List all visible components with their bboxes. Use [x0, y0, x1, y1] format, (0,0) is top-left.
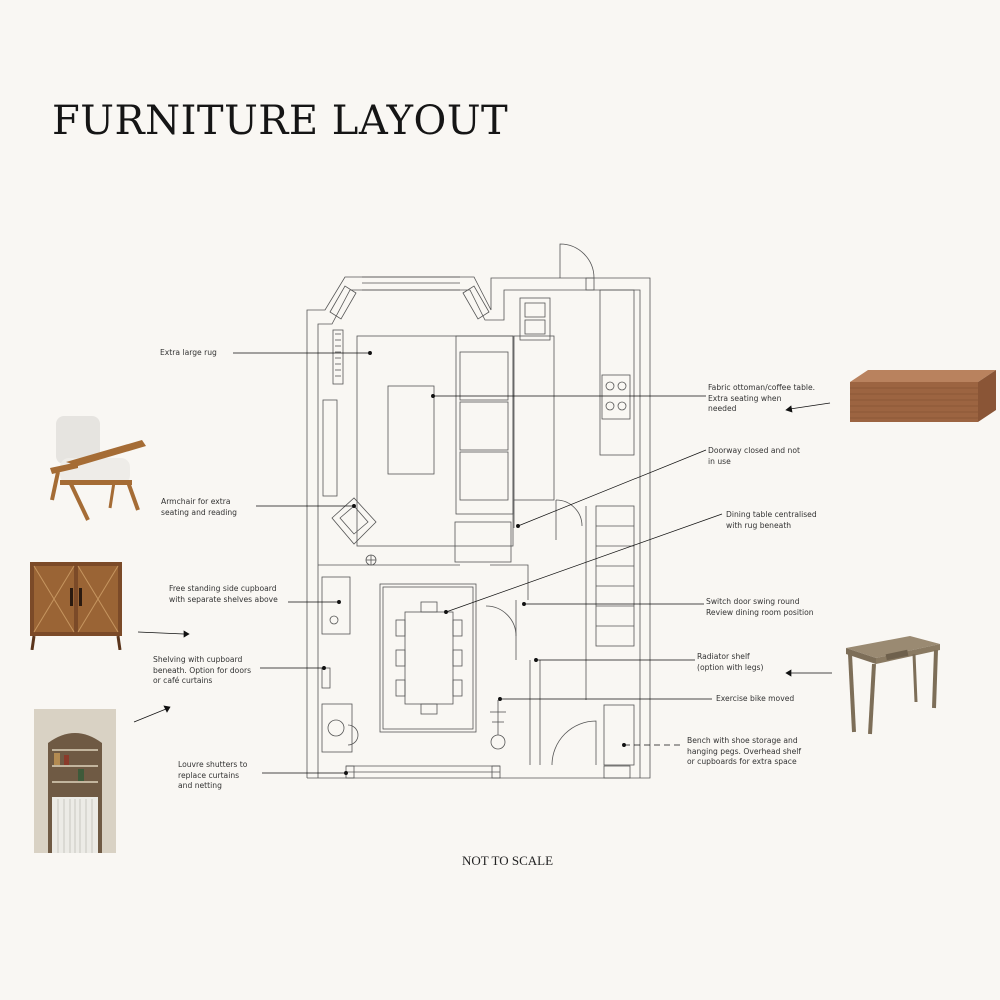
- living-rug: [356, 335, 514, 547]
- annotation-armchair: Armchair for extra seating and reading: [161, 497, 237, 517]
- dining-table: [404, 611, 454, 705]
- ottoman: [387, 385, 435, 475]
- annotation-doorway: Doorway closed and not in use: [708, 446, 800, 466]
- console-table-photo: [846, 636, 940, 735]
- annotation-exercise-bike: Exercise bike moved: [716, 694, 795, 703]
- sofa: [455, 335, 514, 515]
- annotation-rug: Extra large rug: [160, 348, 217, 357]
- annotation-dining-table: Dining table centralised with rug beneat…: [726, 510, 817, 530]
- page-title: FURNITURE LAYOUT: [52, 98, 509, 144]
- annotation-ottoman: Fabric ottoman/coffee table. Extra seati…: [708, 383, 816, 413]
- dining-rug: [379, 583, 477, 733]
- armchair-photo: [50, 416, 146, 521]
- armchair-plan: [331, 497, 377, 545]
- plan-outer-wall: [306, 276, 651, 779]
- annotation-radiator-shelf: Radiator shelf (option with legs): [697, 652, 764, 672]
- annotation-shelving: Shelving with cupboard beneath. Option f…: [153, 655, 252, 685]
- alcove-shelving-photo: [34, 709, 116, 853]
- side-cupboard-photo: [30, 562, 122, 650]
- annotation-louvre: Louvre shutters to replace curtains and …: [178, 760, 248, 790]
- annotation-side-cupboard: Free standing side cupboard with separat…: [169, 584, 278, 604]
- ottoman-photo: [850, 370, 996, 422]
- annotation-switch-door: Switch door swing round Review dining ro…: [706, 597, 814, 617]
- not-to-scale-label: NOT TO SCALE: [462, 853, 554, 868]
- annotation-bench: Bench with shoe storage and hanging pegs…: [687, 736, 802, 766]
